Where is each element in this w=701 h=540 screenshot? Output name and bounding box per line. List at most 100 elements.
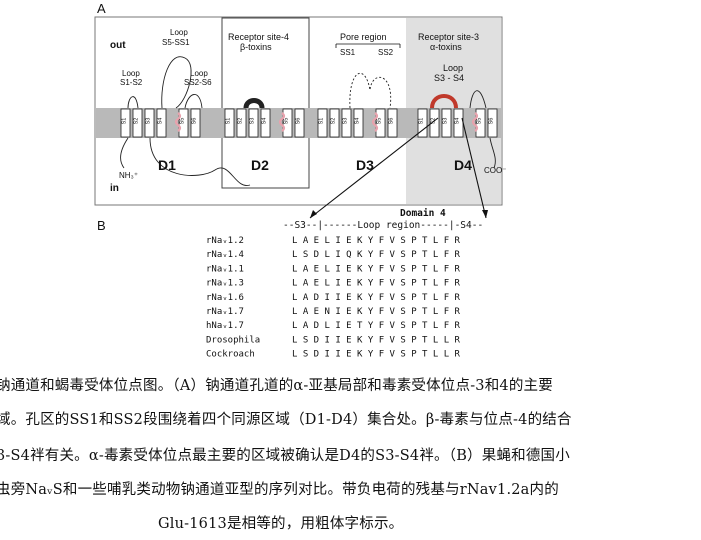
alignment-row-name: rNaᵥ1.2 [206, 236, 244, 246]
loop-s1-s2-label-2: S1-S2 [120, 78, 143, 87]
alignment-row-name: rNaᵥ1.1 [206, 264, 244, 274]
segment-d4-s6 [487, 108, 498, 138]
domain-label-d2: D2 [251, 157, 269, 173]
alignment-row-sequence: L A E N I E K Y F V S P T L F R [292, 307, 461, 317]
segment-d2-s3 [248, 108, 259, 138]
alignment-row-name: rNaᵥ1.3 [206, 279, 244, 289]
sodium-channel-figure: A out in NH₃⁺ COO⁻ Loop S5-SS1 Loop S1-S… [94, 1, 506, 360]
segment-label-d1-s1: S1 [122, 118, 128, 125]
alignment-row-sequence: L A E L I E K Y F V S P T L F R [292, 279, 461, 289]
pore-helix-d2 [278, 112, 286, 132]
domain-label-d3: D3 [356, 157, 374, 173]
segment-d4-s3 [441, 108, 452, 138]
alignment-row-name: hNaᵥ1.7 [206, 321, 244, 331]
segment-d2-s1 [224, 108, 235, 138]
segment-label-d1-s4: S4 [158, 118, 164, 125]
segment-label-d2-s2: S2 [238, 118, 244, 125]
loop-s5-ss1-label-1: Loop [170, 28, 188, 37]
loop-s5-ss1-curve [161, 56, 192, 109]
caption-line-1: 钠通道和蝎毒受体位点图。（A）钠通道孔道的α-亚基局部和毒素受体位点-3和4的主… [0, 378, 553, 394]
panel-a-label: A [97, 1, 106, 16]
d4-extracellular-loop [469, 90, 487, 109]
segment-d3-s4 [353, 108, 364, 138]
alignment-row-name: Drosophila [206, 335, 260, 345]
segment-d4-s2 [429, 108, 440, 138]
transmembrane-segments: S1S2S3S4S5S6S1S2S3S4S5S6S1S2S3S4S5S6S1S2… [120, 108, 498, 138]
caption-line-4: 虫旁NaᵥS和一些哺乳类动物钠通道亚型的序列对比。带负电荷的残基与rNav1.2… [0, 482, 559, 498]
alignment-row-sequence: L A D L I E T Y F V S P T L F R [292, 321, 461, 331]
segment-label-d1-s3: S3 [146, 118, 152, 125]
segment-label-d3-s3: S3 [343, 118, 349, 125]
segment-d1-s3 [144, 108, 155, 138]
domain-label-d4: D4 [454, 157, 472, 173]
segment-label-d4-s3: S3 [443, 118, 449, 125]
segment-label-d4-s5: S5 [477, 118, 483, 125]
alignment-row-sequence: L S D I I E K Y F V S P T L L R [292, 350, 461, 360]
segment-d2-s5 [282, 108, 293, 138]
loop-ss2-s6-label-2: SS2-S6 [184, 78, 212, 87]
segment-label-d4-s1: S1 [419, 118, 425, 125]
segment-label-d1-s5: S5 [180, 118, 186, 125]
segment-d3-s2 [329, 108, 340, 138]
segment-label-d2-s4: S4 [262, 118, 268, 125]
pore-helix-d3 [371, 112, 379, 132]
intracellular-linker [149, 137, 251, 186]
segment-label-d2-s5: S5 [284, 118, 290, 125]
segment-label-d2-s1: S1 [226, 118, 232, 125]
segment-d4-s1 [417, 108, 428, 138]
segment-d2-s4 [260, 108, 271, 138]
segment-label-d3-s6: S6 [389, 118, 395, 125]
in-label: in [110, 183, 119, 194]
pore-region-label: Pore region [340, 32, 387, 42]
segment-d3-s6 [387, 108, 398, 138]
ss1-label: SS1 [340, 48, 356, 57]
site-3-marker [430, 94, 458, 109]
domain-4-title: Domain 4 [400, 208, 446, 219]
segment-label-d3-s4: S4 [355, 118, 361, 125]
segment-d2-s2 [236, 108, 247, 138]
segment-d1-s5 [178, 108, 189, 138]
segment-d1-s6 [190, 108, 201, 138]
loop-ss2-s6-label-1: Loop [190, 69, 208, 78]
segment-label-d1-s2: S2 [134, 118, 140, 125]
alignment-header: --S3--|------Loop region-----|-S4-- [283, 220, 483, 231]
alignment-row-sequence: L A E L I E K Y F V S P T L F R [292, 264, 461, 274]
alignment-row-name: rNaᵥ1.4 [206, 250, 244, 260]
d3-extracellular-loop [349, 72, 392, 109]
loop-ss2-s6-curve [184, 94, 203, 109]
receptor-site-3-label-2: α-toxins [430, 42, 462, 52]
segment-label-d2-s6: S6 [296, 118, 302, 125]
loop-s3-s4-label-2: S3 - S4 [434, 73, 464, 83]
site-4-marker [243, 98, 265, 109]
arrow-head-s4 [482, 210, 488, 218]
pore-helix-d4 [471, 112, 479, 132]
alignment-row-sequence: L S D L I Q K Y F V S P T L F R [292, 250, 461, 260]
loop-s1-s2-curve [127, 96, 139, 109]
segment-d1-s4 [156, 108, 167, 138]
segment-d3-s5 [375, 108, 386, 138]
arrow-head-s3 [310, 210, 317, 218]
alignment-row-sequence: L A D I I E K Y F V S P T L F R [292, 293, 461, 303]
receptor-site-4-box [221, 17, 310, 189]
receptor-site-4-label-2: β-toxins [240, 42, 272, 52]
domain-label-d1: D1 [158, 157, 176, 173]
caption-line-3: 3-S4袢有关。α-毒素受体位点最主要的区域被确认是D4的S3-S4袢。（B）果… [0, 448, 570, 464]
receptor-site-3-label-1: Receptor site-3 [418, 32, 479, 42]
receptor-site-4-label-1: Receptor site-4 [228, 32, 289, 42]
arrow-to-s4 [461, 117, 487, 219]
caption-line-2: 域。孔区的SS1和SS2段围绕着四个同源区域（D1-D4）集合处。β-毒素与位点… [0, 412, 572, 428]
sequence-alignment: rNaᵥ1.2 L A E L I E K Y F V S P T L F R rN… [206, 236, 461, 360]
alignment-row-name: rNaᵥ1.7 [206, 307, 244, 317]
c-terminus-label: COO⁻ [484, 166, 506, 175]
segment-d3-s3 [341, 108, 352, 138]
segment-d2-s6 [294, 108, 305, 138]
segment-d3-s1 [317, 108, 328, 138]
out-label: out [110, 40, 126, 51]
alignment-row-name: Cockroach [206, 350, 255, 360]
panel-b-label: B [97, 218, 106, 233]
segment-d1-s2 [132, 108, 143, 138]
c-terminus-tail [489, 137, 496, 169]
ss2-label: SS2 [378, 48, 394, 57]
segment-label-d4-s6: S6 [489, 118, 495, 125]
loop-s1-s2-label-1: Loop [122, 69, 140, 78]
